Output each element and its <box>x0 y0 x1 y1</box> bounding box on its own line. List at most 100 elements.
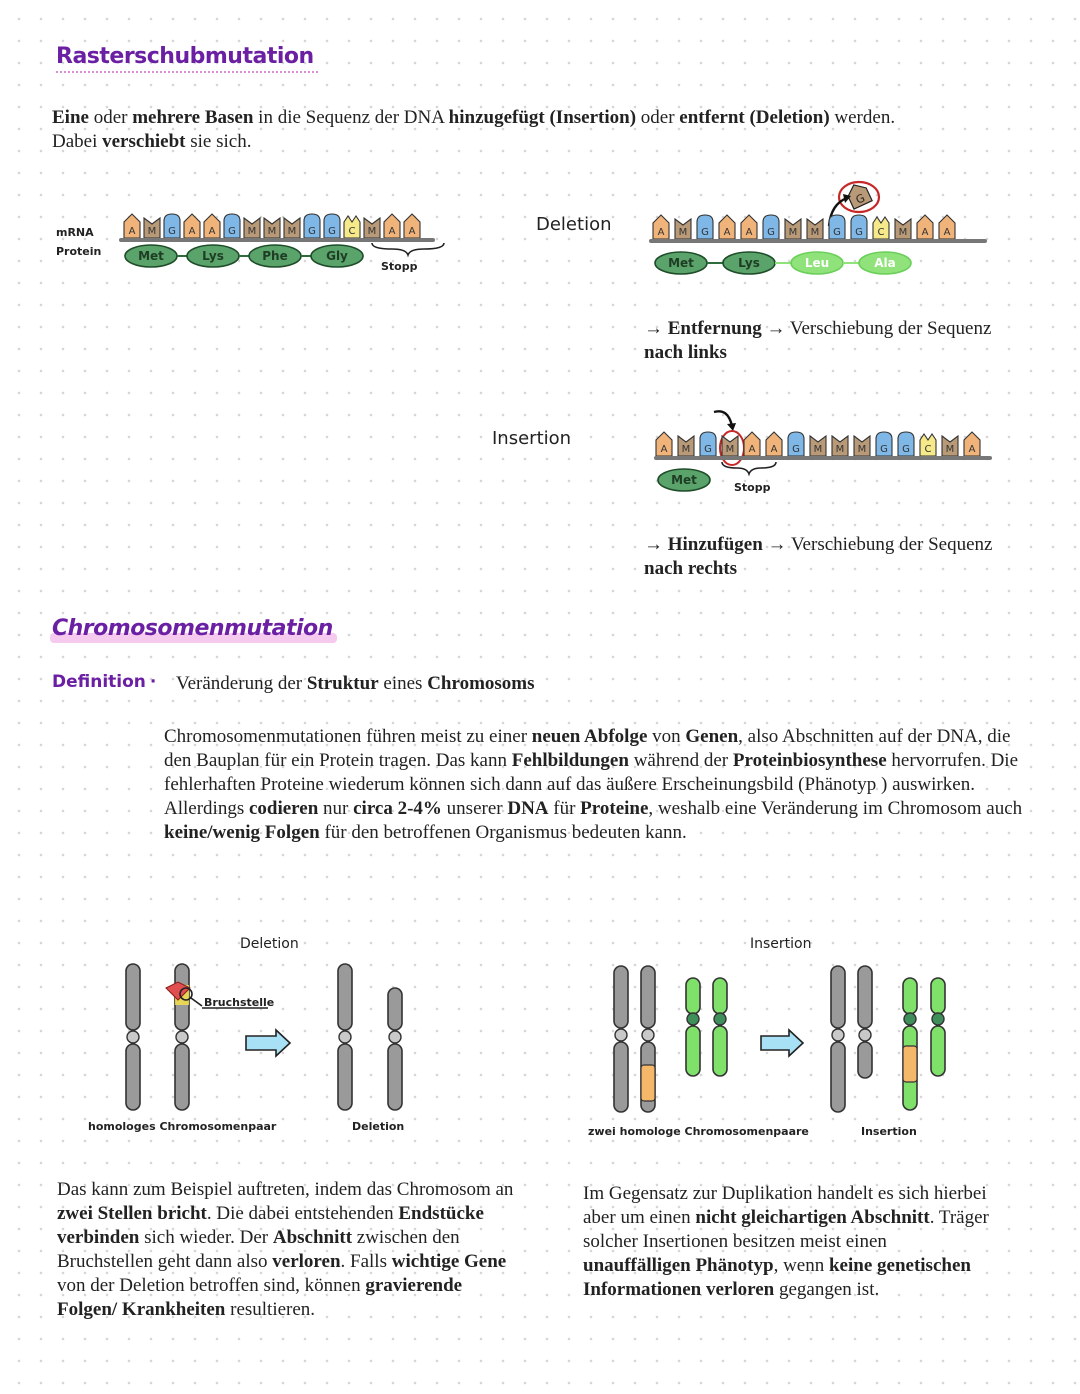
svg-text:G: G <box>704 444 712 455</box>
svg-text:G: G <box>228 226 236 237</box>
base-A: A <box>718 214 736 240</box>
chromosome-arm <box>125 1043 141 1111</box>
amino-acid-lys: Lys <box>722 251 776 275</box>
chromosome-paragraph: Chromosomenmutationen führen meist zu ei… <box>164 726 1023 843</box>
svg-text:C: C <box>878 227 885 238</box>
definition-label: Definition· <box>52 672 157 692</box>
chromosome-arm <box>337 1043 353 1111</box>
break-marker <box>165 981 191 1001</box>
base-M: M <box>677 434 695 457</box>
svg-text:C: C <box>925 444 932 455</box>
svg-text:M: M <box>248 226 257 237</box>
deletion-aminos: Met Lys Leu Ala <box>654 251 912 275</box>
svg-text:M: M <box>789 227 798 238</box>
base-M: M <box>941 434 959 457</box>
centromere <box>175 1030 189 1044</box>
base-A: A <box>183 213 201 239</box>
base-G: G <box>303 213 321 239</box>
svg-text:A: A <box>129 226 136 237</box>
base-M: M <box>809 434 827 457</box>
svg-text:A: A <box>658 227 665 238</box>
base-A: A <box>383 213 401 239</box>
deletion-label: Deletion <box>536 214 612 235</box>
deletion-left-caption: homologes Chromosomenpaar <box>88 1120 277 1133</box>
svg-text:M: M <box>682 444 691 455</box>
svg-text:M: M <box>726 444 735 455</box>
amino-acid-met: Met <box>657 468 711 492</box>
svg-text:Gly: Gly <box>326 249 348 263</box>
svg-text:A: A <box>922 227 929 238</box>
original-aminos: Met Lys Phe Gly <box>124 244 364 268</box>
svg-text:M: M <box>148 226 157 237</box>
svg-text:Lys: Lys <box>202 249 224 263</box>
base-M: M <box>853 434 871 457</box>
stop-brace <box>721 461 777 477</box>
chromosome-arm <box>125 963 141 1031</box>
base-A: A <box>123 213 141 239</box>
chromosome-deletion-diagram: Deletion Bruchstelle homologes Chromosom… <box>88 936 404 1133</box>
svg-text:A: A <box>409 226 416 237</box>
base-G: G <box>850 214 868 240</box>
definition-text: Veränderung der Struktur eines Chromosom… <box>176 673 535 694</box>
base-M: M <box>674 217 692 240</box>
amino-acid-met: Met <box>654 251 708 275</box>
insertion-arrow <box>713 410 734 427</box>
svg-text:G: G <box>168 226 176 237</box>
centromere <box>338 1030 352 1044</box>
base-M: M <box>283 216 301 239</box>
svg-text:A: A <box>661 444 668 455</box>
chromosome-arm-shortened <box>387 987 403 1031</box>
centromere <box>126 1030 140 1044</box>
svg-text:A: A <box>771 444 778 455</box>
base-M: M <box>143 216 161 239</box>
svg-text:M: M <box>858 444 867 455</box>
insertion-right-caption: Insertion <box>861 1125 917 1138</box>
svg-text:A: A <box>209 226 216 237</box>
amino-acid-ala: Ala <box>858 251 912 275</box>
svg-text:M: M <box>288 226 297 237</box>
base-M: M <box>806 217 824 240</box>
svg-text:M: M <box>811 227 820 238</box>
centromere <box>388 1030 402 1044</box>
svg-text:G: G <box>701 227 709 238</box>
insertion-note: → Hinzufügen → Verschiebung der Sequenz … <box>644 534 993 579</box>
amino-acid-lys: Lys <box>186 244 240 268</box>
svg-text:Met: Met <box>138 249 164 263</box>
stop-brace <box>371 242 445 258</box>
svg-text:Met: Met <box>671 473 697 487</box>
base-G: G <box>787 431 805 457</box>
svg-text:A: A <box>969 444 976 455</box>
insertion-aminos: Met <box>657 468 711 492</box>
deletion-explanation: Das kann zum Beispiel auftreten, indem d… <box>57 1179 514 1320</box>
section-heading-frameshift: Rasterschubmutation <box>56 44 318 73</box>
base-G: G <box>163 213 181 239</box>
stop-label: Stopp <box>381 260 418 273</box>
base-A: A <box>963 431 981 457</box>
insertion-diagram-title: Insertion <box>750 936 811 952</box>
amino-acid-leu: Leu <box>790 251 844 275</box>
svg-text:G: G <box>880 444 888 455</box>
svg-text:Lys: Lys <box>738 256 760 270</box>
svg-text:C: C <box>349 226 356 237</box>
base-G: G <box>699 431 717 457</box>
chromosome-arm <box>337 963 353 1031</box>
svg-text:M: M <box>899 227 908 238</box>
inserted-segment <box>902 1045 918 1083</box>
base-G: G <box>875 431 893 457</box>
base-G: G <box>696 214 714 240</box>
svg-text:M: M <box>679 227 688 238</box>
svg-text:G: G <box>792 444 800 455</box>
base-M: M <box>894 217 912 240</box>
chromosome-arm <box>387 1043 403 1111</box>
base-A: A <box>652 214 670 240</box>
svg-text:M: M <box>368 226 377 237</box>
base-M: M <box>831 434 849 457</box>
svg-text:M: M <box>946 444 955 455</box>
transition-arrow <box>760 1028 805 1058</box>
amino-acid-phe: Phe <box>248 244 302 268</box>
base-A: A <box>403 213 421 239</box>
